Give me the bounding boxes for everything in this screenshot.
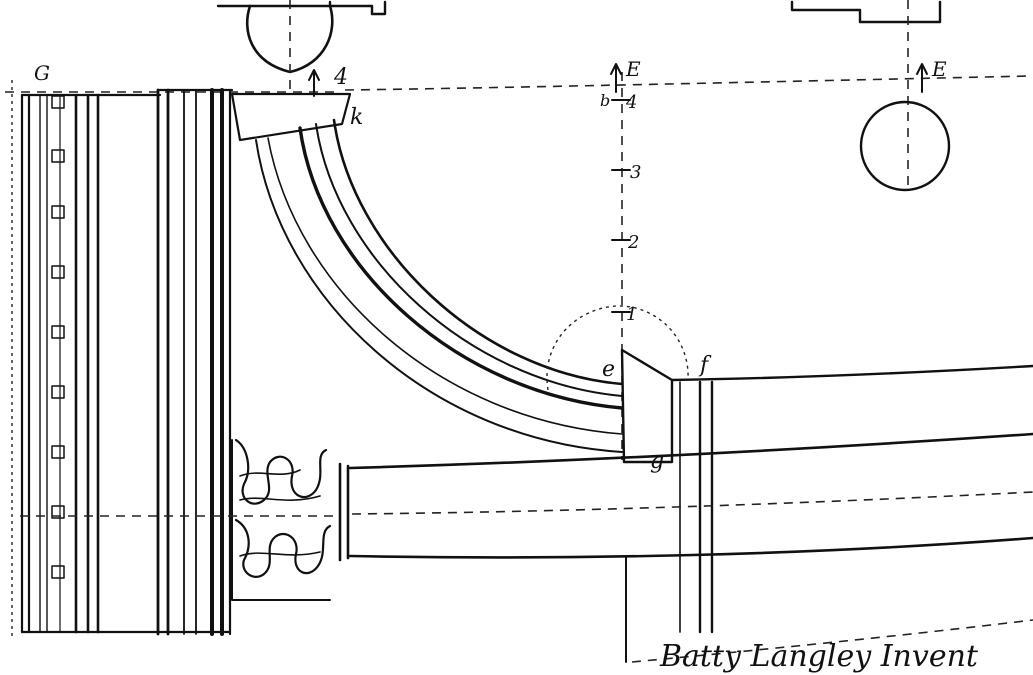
top-left-capital-fragment (216, 0, 387, 74)
central-shaft (156, 88, 234, 636)
signature-baseline (631, 619, 1033, 663)
scale-ticks (611, 99, 631, 313)
horizontal-axis-dashed (5, 75, 1031, 93)
scale-small-b: b (600, 91, 610, 110)
label-k: k (350, 105, 363, 130)
label-4-over-curve: 4 (333, 65, 348, 90)
top-right-capital-fragment (790, 0, 942, 24)
left-pilaster (11, 80, 232, 640)
capital-block (620, 348, 674, 464)
arrow-marks (308, 63, 928, 97)
curved-arch (255, 118, 624, 453)
label-g: g (650, 449, 664, 474)
column-plan-circle (859, 100, 951, 192)
label-e-curve: e (602, 357, 615, 382)
label-g-top-left: G (34, 61, 50, 85)
scale-number-2: 2 (627, 232, 639, 253)
label-f: f (698, 353, 712, 378)
upper-beam (625, 364, 1033, 663)
dashed-semicircle (546, 305, 689, 391)
top-block (230, 92, 352, 142)
horizontal-column (20, 432, 1033, 559)
scale-number-3: 3 (630, 162, 641, 183)
corinthian-capital (231, 438, 350, 601)
signature-text: Batty Langley Invent (659, 639, 979, 674)
label-e-right: E (931, 57, 947, 81)
scale-number-1: 1 (626, 304, 637, 325)
scale-number-4: 4 (625, 92, 637, 113)
label-e-middle: E (625, 57, 641, 81)
